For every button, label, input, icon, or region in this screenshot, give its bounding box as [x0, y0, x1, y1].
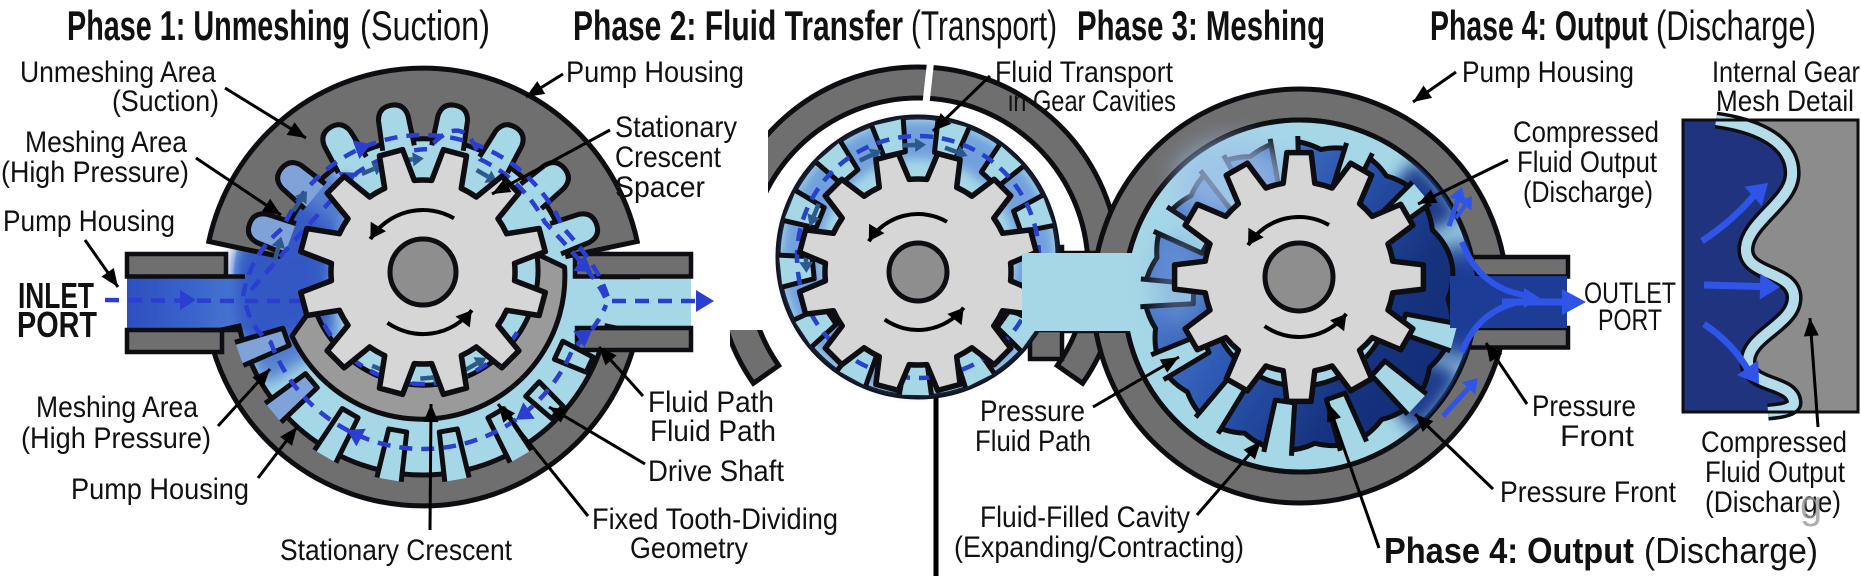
svg-text:Meshing Area: Meshing Area	[25, 126, 187, 159]
svg-text:Fluid Path: Fluid Path	[648, 386, 774, 419]
svg-text:Phase 4: Output: Phase 4: Output	[1384, 530, 1634, 571]
svg-text:Fluid Transport: Fluid Transport	[995, 56, 1174, 89]
svg-text:Fixed Tooth-Dividing: Fixed Tooth-Dividing	[592, 503, 838, 536]
svg-text:Phase 4: Output: Phase 4: Output	[1430, 2, 1648, 49]
svg-text:OUTLET: OUTLET	[1584, 277, 1676, 310]
svg-text:Pump Housing: Pump Housing	[1462, 56, 1634, 89]
svg-text:in Gear Cavities: in Gear Cavities	[1008, 85, 1176, 118]
svg-text:Pressure: Pressure	[980, 395, 1085, 428]
svg-text:Phase 3: Meshing: Phase 3: Meshing	[1077, 2, 1325, 49]
svg-text:(Expanding/Contracting): (Expanding/Contracting)	[954, 531, 1244, 564]
svg-text:Fluid-Filled Cavity: Fluid-Filled Cavity	[980, 501, 1190, 534]
svg-text:Stationary: Stationary	[615, 111, 737, 144]
svg-text:Fluid Path: Fluid Path	[650, 415, 776, 448]
svg-text:Stationary Crescent: Stationary Crescent	[280, 534, 513, 567]
svg-text:(Discharge): (Discharge)	[1644, 530, 1818, 571]
svg-text:Unmeshing Area: Unmeshing Area	[20, 56, 216, 89]
svg-text:Pressure Front: Pressure Front	[1500, 476, 1677, 509]
svg-text:Phase 1: Unmeshing: Phase 1: Unmeshing	[67, 2, 350, 49]
svg-text:Fluid Output: Fluid Output	[1705, 456, 1846, 489]
svg-text:Pump Housing: Pump Housing	[71, 473, 249, 506]
svg-text:PORT: PORT	[17, 304, 97, 345]
svg-text:Drive Shaft: Drive Shaft	[648, 455, 785, 488]
svg-text:(Suction): (Suction)	[112, 85, 219, 118]
svg-text:Pump Housing: Pump Housing	[3, 205, 175, 238]
svg-text:(Discharge): (Discharge)	[1656, 2, 1816, 49]
svg-text:PORT: PORT	[1598, 304, 1662, 337]
svg-text:Mesh Detail: Mesh Detail	[1716, 85, 1854, 118]
svg-text:(Suction): (Suction)	[360, 2, 490, 49]
svg-text:Internal Gear: Internal Gear	[1712, 56, 1860, 89]
svg-text:Meshing Area: Meshing Area	[36, 391, 198, 424]
svg-text:Fluid Output: Fluid Output	[1517, 146, 1658, 179]
svg-text:Pressure: Pressure	[1532, 390, 1636, 423]
svg-text:(Transport): (Transport)	[911, 2, 1057, 49]
svg-text:(Discharge): (Discharge)	[1523, 176, 1653, 209]
svg-text:Compressed: Compressed	[1513, 116, 1659, 149]
svg-text:INLET: INLET	[18, 275, 94, 316]
svg-text:Geometry: Geometry	[630, 532, 748, 565]
svg-text:Spacer: Spacer	[615, 171, 705, 204]
svg-text:Crescent: Crescent	[615, 141, 722, 174]
svg-text:Phase 2: Fluid Transfer: Phase 2: Fluid Transfer	[573, 2, 903, 49]
svg-text:Fluid Path: Fluid Path	[975, 425, 1091, 458]
svg-text:Pump Housing: Pump Housing	[566, 56, 744, 89]
svg-text:g: g	[1800, 483, 1822, 527]
svg-text:Front: Front	[1560, 420, 1635, 453]
svg-text:(High Pressure): (High Pressure)	[21, 422, 211, 455]
svg-text:Compressed: Compressed	[1701, 426, 1847, 459]
svg-text:(High Pressure): (High Pressure)	[1, 156, 189, 189]
svg-text:(Discharge): (Discharge)	[1705, 486, 1841, 519]
